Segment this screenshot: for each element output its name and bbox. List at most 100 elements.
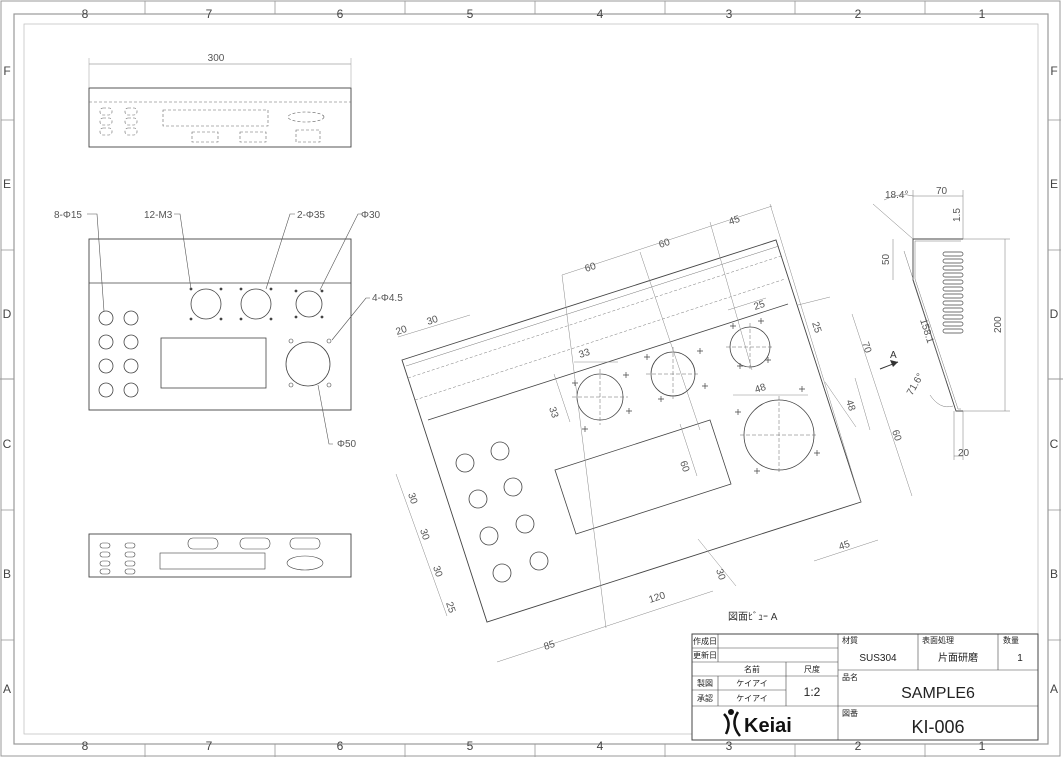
aux-dim-30-b: 30 <box>417 528 431 542</box>
zone-col-bottom-3: 3 <box>726 739 733 753</box>
aux-dim-60-b: 60 <box>658 237 672 251</box>
auxiliary-view-a: 20 30 60 60 45 25 25 70 33 33 48 48 60 6… <box>395 203 913 663</box>
view-arrow-label: A <box>890 350 897 361</box>
title-block: 作成日 更新日 名前 尺度 製図 ケイアイ 承認 ケイアイ 1:2 材質 SUS… <box>691 633 1039 741</box>
tb-drawn-label: 製図 <box>697 678 713 688</box>
section-dim-70: 70 <box>936 186 948 197</box>
aux-dim-25-b: 25 <box>809 321 823 335</box>
tb-created-label: 作成日 <box>693 636 717 646</box>
zone-row-left-B: B <box>3 567 11 581</box>
zone-row-right-B: B <box>1050 567 1058 581</box>
zone-col-bottom-4: 4 <box>597 739 604 753</box>
zone-col-top-3: 3 <box>726 7 733 21</box>
zone-row-right-C: C <box>1050 437 1059 451</box>
front-view: 8-Φ15 12-M3 2-Φ35 Φ30 4-Φ4.5 Φ50 <box>54 210 403 450</box>
aux-dim-30-a: 30 <box>405 492 419 506</box>
zone-col-bottom-6: 6 <box>337 739 344 753</box>
zone-col-bottom-8: 8 <box>82 739 89 753</box>
view-arrow-a: A <box>879 350 899 370</box>
top-view: 300 <box>88 53 352 148</box>
section-angle-top: 18.4° <box>885 190 908 201</box>
aux-dim-60-a: 60 <box>584 261 598 275</box>
aux-dim-48-b: 48 <box>843 399 857 413</box>
tb-scale-value: 1:2 <box>804 685 821 699</box>
aux-dim-48-a: 48 <box>754 382 768 396</box>
keiai-logo: Keiai <box>723 709 792 737</box>
zone-row-left-F: F <box>3 64 10 78</box>
zone-row-right-D: D <box>1050 307 1059 321</box>
zone-col-bottom-1: 1 <box>979 739 986 753</box>
aux-dim-85: 85 <box>543 639 557 653</box>
tb-drawing-no-label: 図番 <box>842 708 858 718</box>
top-view-width-value: 300 <box>208 53 225 64</box>
aux-dim-120: 120 <box>648 590 668 606</box>
callout-phi30: Φ30 <box>361 210 381 221</box>
callout-4-phi4-5: 4-Φ4.5 <box>372 293 403 304</box>
zone-row-left-A: A <box>3 682 11 696</box>
tb-part-name-label: 品名 <box>842 672 858 682</box>
aux-dim-30: 30 <box>426 314 440 328</box>
zone-col-top-6: 6 <box>337 7 344 21</box>
aux-dim-70: 70 <box>859 341 873 355</box>
section-dim-158-1: 158.1 <box>917 318 935 346</box>
aux-dim-20: 20 <box>395 324 409 338</box>
aux-dim-60-c: 60 <box>677 460 691 474</box>
tb-approved-name: ケイアイ <box>736 694 767 703</box>
tb-scale-header: 尺度 <box>804 664 820 674</box>
section-dim-1-5: 1.5 <box>952 208 963 222</box>
section-angle-bottom: 71.6° <box>905 372 926 398</box>
tb-material-label: 材質 <box>842 635 858 645</box>
zone-col-bottom-2: 2 <box>855 739 862 753</box>
zone-col-top-8: 8 <box>82 7 89 21</box>
callout-12-m3: 12-M3 <box>144 210 173 221</box>
logo-text: Keiai <box>744 715 792 737</box>
tb-surface-value: 片面研磨 <box>938 651 978 664</box>
callout-2-phi35: 2-Φ35 <box>297 210 325 221</box>
bottom-view <box>88 533 352 578</box>
zone-col-bottom-5: 5 <box>467 739 474 753</box>
callout-phi50: Φ50 <box>337 439 357 450</box>
tb-updated-label: 更新日 <box>693 650 717 660</box>
zone-row-left-D: D <box>3 307 12 321</box>
zone-col-bottom-7: 7 <box>206 739 213 753</box>
callout-8-phi15: 8-Φ15 <box>54 210 82 221</box>
top-view-width-dim: 300 <box>88 53 352 88</box>
aux-dim-45-top: 45 <box>728 214 742 228</box>
tb-qty-label: 数量 <box>1003 635 1019 645</box>
zone-col-top-7: 7 <box>206 7 213 21</box>
tb-approved-label: 承認 <box>697 693 713 703</box>
zone-row-left-E: E <box>3 177 11 191</box>
aux-dim-60-d: 60 <box>889 429 903 443</box>
zone-col-top-5: 5 <box>467 7 474 21</box>
section-dim-20: 20 <box>958 448 970 459</box>
section-dim-200: 200 <box>993 316 1004 333</box>
aux-dim-33-a: 33 <box>578 347 592 361</box>
zone-labels: 8 7 6 5 4 3 2 1 8 7 6 5 4 3 2 1 F E D C … <box>3 7 1059 753</box>
aux-dim-45-bottom: 45 <box>838 539 852 553</box>
section-dim-50: 50 <box>881 253 892 265</box>
tb-drawing-no-value: KI-006 <box>911 717 964 737</box>
aux-dim-25-a: 25 <box>753 299 767 313</box>
tb-name-header: 名前 <box>744 664 760 674</box>
tb-qty-value: 1 <box>1017 653 1023 664</box>
zone-col-top-2: 2 <box>855 7 862 21</box>
zone-row-right-A: A <box>1050 682 1058 696</box>
aux-view-label: 図面ﾋﾞｭｰ A <box>728 611 778 623</box>
vent-slots <box>942 251 964 334</box>
tb-surface-label: 表面処理 <box>922 635 954 645</box>
aux-dim-33-b: 33 <box>546 406 560 420</box>
zone-row-right-E: E <box>1050 177 1058 191</box>
zone-col-top-4: 4 <box>597 7 604 21</box>
tb-part-name-value: SAMPLE6 <box>901 685 975 702</box>
zone-row-right-F: F <box>1050 64 1057 78</box>
tb-material-value: SUS304 <box>859 653 897 664</box>
section-view: 18.4° 70 1.5 50 158.1 200 71.6° 20 A <box>872 186 1010 460</box>
aux-dim-30-c: 30 <box>430 565 444 579</box>
zone-row-left-C: C <box>3 437 12 451</box>
aux-dim-25-c: 25 <box>443 601 457 615</box>
zone-col-top-1: 1 <box>979 7 986 21</box>
aux-dim-30-d: 30 <box>713 568 727 582</box>
tb-drawn-name: ケイアイ <box>736 679 767 688</box>
